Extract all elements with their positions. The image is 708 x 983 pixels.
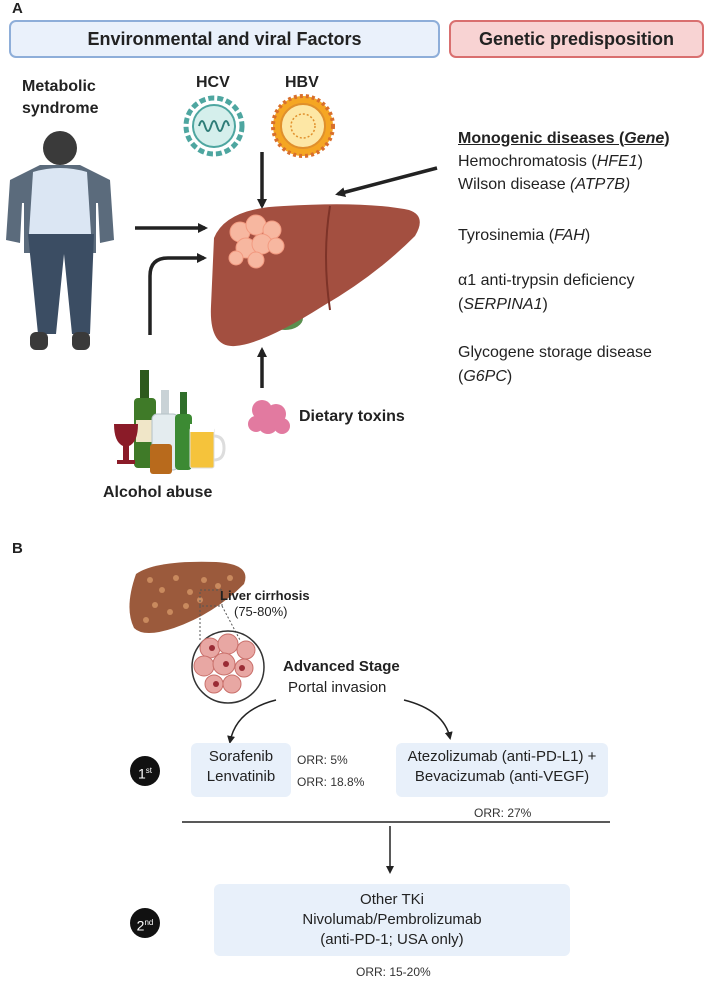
disease-glycogen-gene: (G6PC) xyxy=(458,368,513,385)
hcv-label: HCV xyxy=(196,74,230,91)
genetic-predisposition-banner: Genetic predisposition xyxy=(449,20,704,58)
advanced-stage-label: Advanced Stage xyxy=(283,658,400,675)
environmental-factors-banner: Environmental and viral Factors xyxy=(9,20,440,58)
orr-lenvatinib: ORR: 18.8% xyxy=(297,775,365,789)
orr-atezo-bev: ORR: 27% xyxy=(474,806,532,820)
disease-tyrosinemia: Tyrosinemia (FAH) xyxy=(458,227,591,244)
person-icon xyxy=(6,131,114,350)
hbv-virus-icon xyxy=(271,94,335,158)
liver-cirrhosis-label: Liver cirrhosis xyxy=(220,588,310,603)
cirrhotic-liver-icon xyxy=(129,561,246,641)
dietary-toxins-label: Dietary toxins xyxy=(299,408,405,425)
orr-second-line: ORR: 15-20% xyxy=(356,965,431,979)
hcv-virus-icon xyxy=(183,95,245,157)
first-line-badge: 1st xyxy=(130,756,160,786)
tumor-cells-icon xyxy=(191,630,265,704)
disease-a1at-gene: (SERPINA1) xyxy=(458,296,548,313)
panel-a-letter: A xyxy=(12,0,23,17)
panel-b-letter: B xyxy=(12,540,23,557)
monogenic-diseases-heading: Monogenic diseases (Gene) xyxy=(458,130,670,147)
disease-glycogen: Glycogene storage disease xyxy=(458,344,652,361)
dietary-toxin-icon xyxy=(248,400,290,434)
orr-sorafenib: ORR: 5% xyxy=(297,753,348,767)
disease-wilson: Wilson disease (ATP7B) xyxy=(458,176,631,193)
alcohol-bottles-icon xyxy=(114,370,226,474)
liver-cirrhosis-pct: (75-80%) xyxy=(234,604,288,619)
liver-icon xyxy=(210,204,420,347)
hbv-label: HBV xyxy=(285,74,319,91)
second-line-badge: 2nd xyxy=(130,908,160,938)
atezo-bev-box: Atezolizumab (anti-PD-L1) +Bevacizumab (… xyxy=(396,743,608,797)
alcohol-abuse-label: Alcohol abuse xyxy=(103,484,213,501)
portal-invasion-label: Portal invasion xyxy=(288,679,387,696)
disease-a1at: α1 anti-trypsin deficiency xyxy=(458,272,635,289)
disease-hemochromatosis: Hemochromatosis (HFE1) xyxy=(458,153,643,170)
